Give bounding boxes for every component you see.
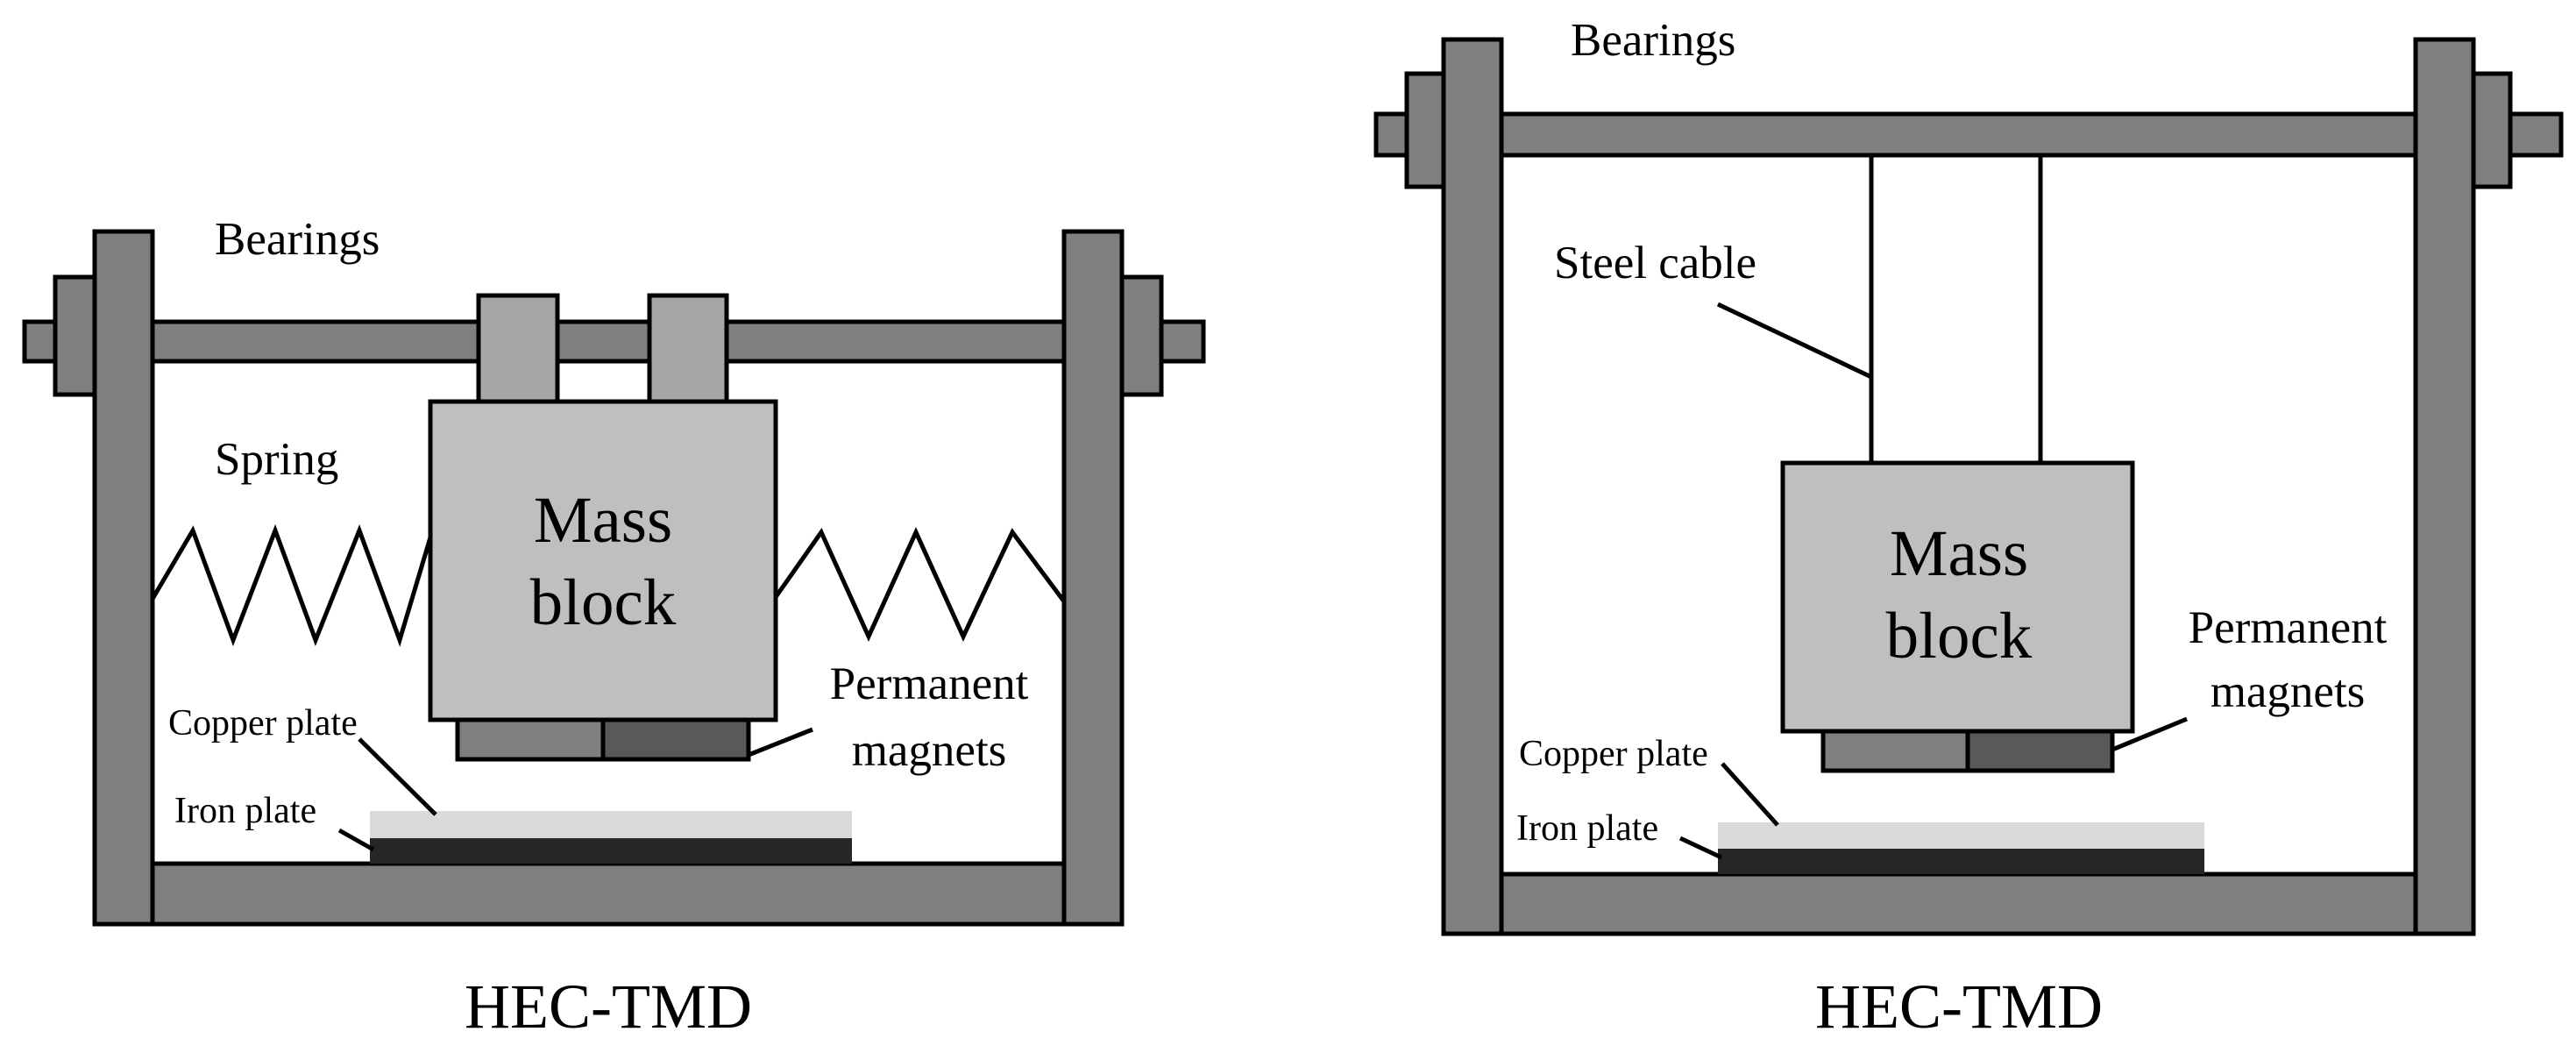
right-iron-label: Iron plate xyxy=(1516,808,1658,849)
left-tmd-diagram: Bearings Spring Mass block Permanent mag… xyxy=(22,214,1206,1042)
left-mass-label-1: Mass xyxy=(534,484,672,557)
right-magnets-label-2: magnets xyxy=(2211,666,2366,717)
right-copper-plate xyxy=(1718,822,2204,849)
left-spring-label: Spring xyxy=(215,434,338,485)
left-copper-leader xyxy=(358,737,437,816)
right-mass-block xyxy=(1780,460,2135,734)
right-mass-label-1: Mass xyxy=(1890,517,2028,590)
left-shaft xyxy=(22,319,1206,364)
left-bearing-right xyxy=(1119,274,1164,397)
right-bearing-left xyxy=(1404,71,1446,189)
right-copper-leader xyxy=(1721,762,1779,827)
right-bearings-label: Bearings xyxy=(1571,15,1735,66)
right-copper-label: Copper plate xyxy=(1519,734,1708,774)
right-magnet-1 xyxy=(1820,729,1970,773)
right-base xyxy=(1499,872,2418,936)
right-iron-plate xyxy=(1718,849,2204,874)
left-iron-label: Iron plate xyxy=(174,791,316,831)
left-post-left xyxy=(92,229,155,927)
left-slider-1 xyxy=(476,293,560,404)
right-caption: HEC-TMD xyxy=(1815,971,2103,1042)
left-copper-plate xyxy=(370,811,852,838)
left-mass-label-2: block xyxy=(530,566,677,639)
left-magnets-label-2: magnets xyxy=(852,725,1007,776)
left-slider-2 xyxy=(647,293,729,404)
left-spring-left xyxy=(150,523,433,647)
left-post-right xyxy=(1061,229,1125,927)
left-iron-plate xyxy=(370,838,852,864)
left-copper-label: Copper plate xyxy=(168,703,358,744)
right-bearing-right xyxy=(2471,71,2513,189)
right-post-left xyxy=(1441,37,1504,936)
left-spring-right xyxy=(773,526,1067,643)
left-magnets-label-1: Permanent xyxy=(830,658,1029,709)
right-cable-label: Steel cable xyxy=(1554,238,1756,288)
left-base xyxy=(150,861,1067,927)
left-magnet-1 xyxy=(455,717,606,762)
left-bearings-label: Bearings xyxy=(215,214,380,265)
right-magnet-2 xyxy=(1965,729,2115,773)
left-bearing-left xyxy=(53,274,97,397)
left-mass-block xyxy=(428,399,778,722)
left-caption: HEC-TMD xyxy=(465,971,752,1042)
right-shaft xyxy=(1373,111,2564,158)
left-iron-leader xyxy=(337,828,375,852)
right-post-right xyxy=(2413,37,2476,936)
right-magnets-leader xyxy=(2111,716,2188,752)
right-mass-label-2: block xyxy=(1886,600,2033,672)
right-iron-leader xyxy=(1678,836,1723,860)
left-magnet-2 xyxy=(600,717,751,762)
right-cable-leader xyxy=(1716,302,1873,380)
right-magnets-label-1: Permanent xyxy=(2189,602,2388,653)
right-tmd-diagram: Bearings Steel cable Mass block Permanen… xyxy=(1373,15,2564,1042)
left-magnets-leader xyxy=(748,727,813,758)
